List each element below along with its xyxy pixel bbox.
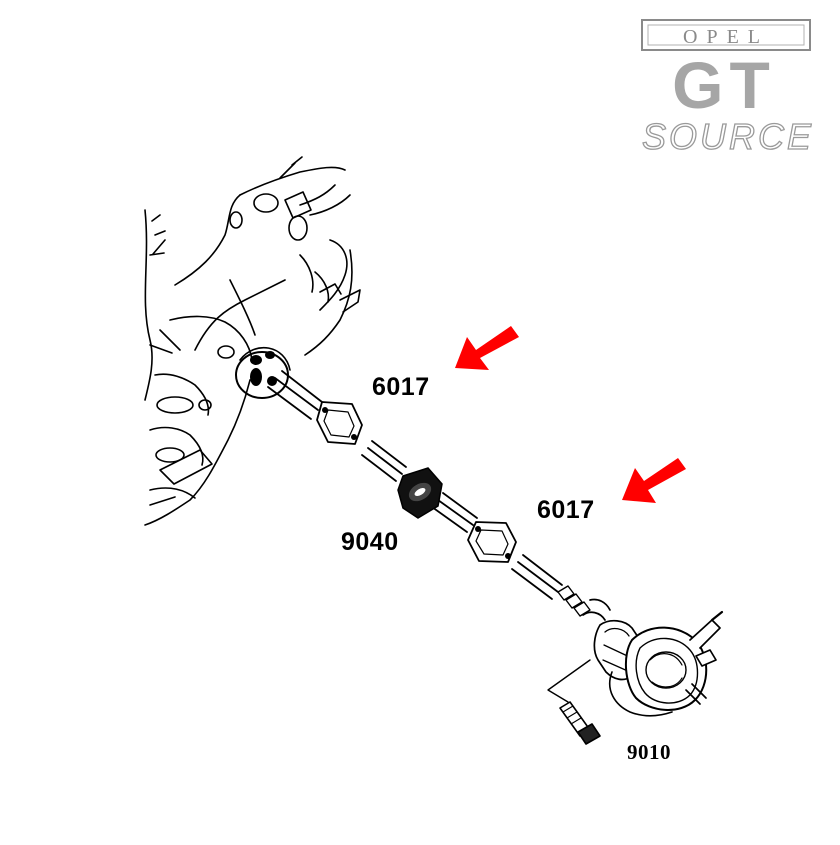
gasket-lower-holes xyxy=(475,526,511,559)
engine-block-sketch xyxy=(144,156,361,526)
arrow-icon xyxy=(455,326,519,370)
arrow-icon xyxy=(622,458,686,503)
logo-opel-frame xyxy=(641,19,811,51)
part-label-fuel-pump: 9010 xyxy=(627,740,671,764)
logo-opel-inner-frame xyxy=(647,24,805,46)
fuel-pump xyxy=(547,585,724,717)
red-arrow-lower xyxy=(622,458,686,503)
gasket-upper-holes xyxy=(322,407,357,440)
part-label-gasket-upper: 6017 xyxy=(372,373,430,401)
gasket-upper xyxy=(316,401,363,445)
pump-bolt xyxy=(559,701,601,745)
gasket-lower xyxy=(467,521,517,563)
logo-brand-text: OPEL xyxy=(683,26,769,48)
logo-model-text: GT xyxy=(672,48,776,122)
explode-axis-lines xyxy=(267,370,563,600)
logo-tagline-text: SOURCE xyxy=(642,116,814,157)
red-arrow-upper xyxy=(455,326,519,370)
spacer-block xyxy=(397,467,443,519)
opel-gt-source-logo: OPEL GT SOURCE xyxy=(641,19,814,158)
engine-mount-holes xyxy=(250,351,277,386)
part-label-spacer: 9040 xyxy=(341,528,399,556)
part-label-gasket-lower: 6017 xyxy=(537,496,595,524)
